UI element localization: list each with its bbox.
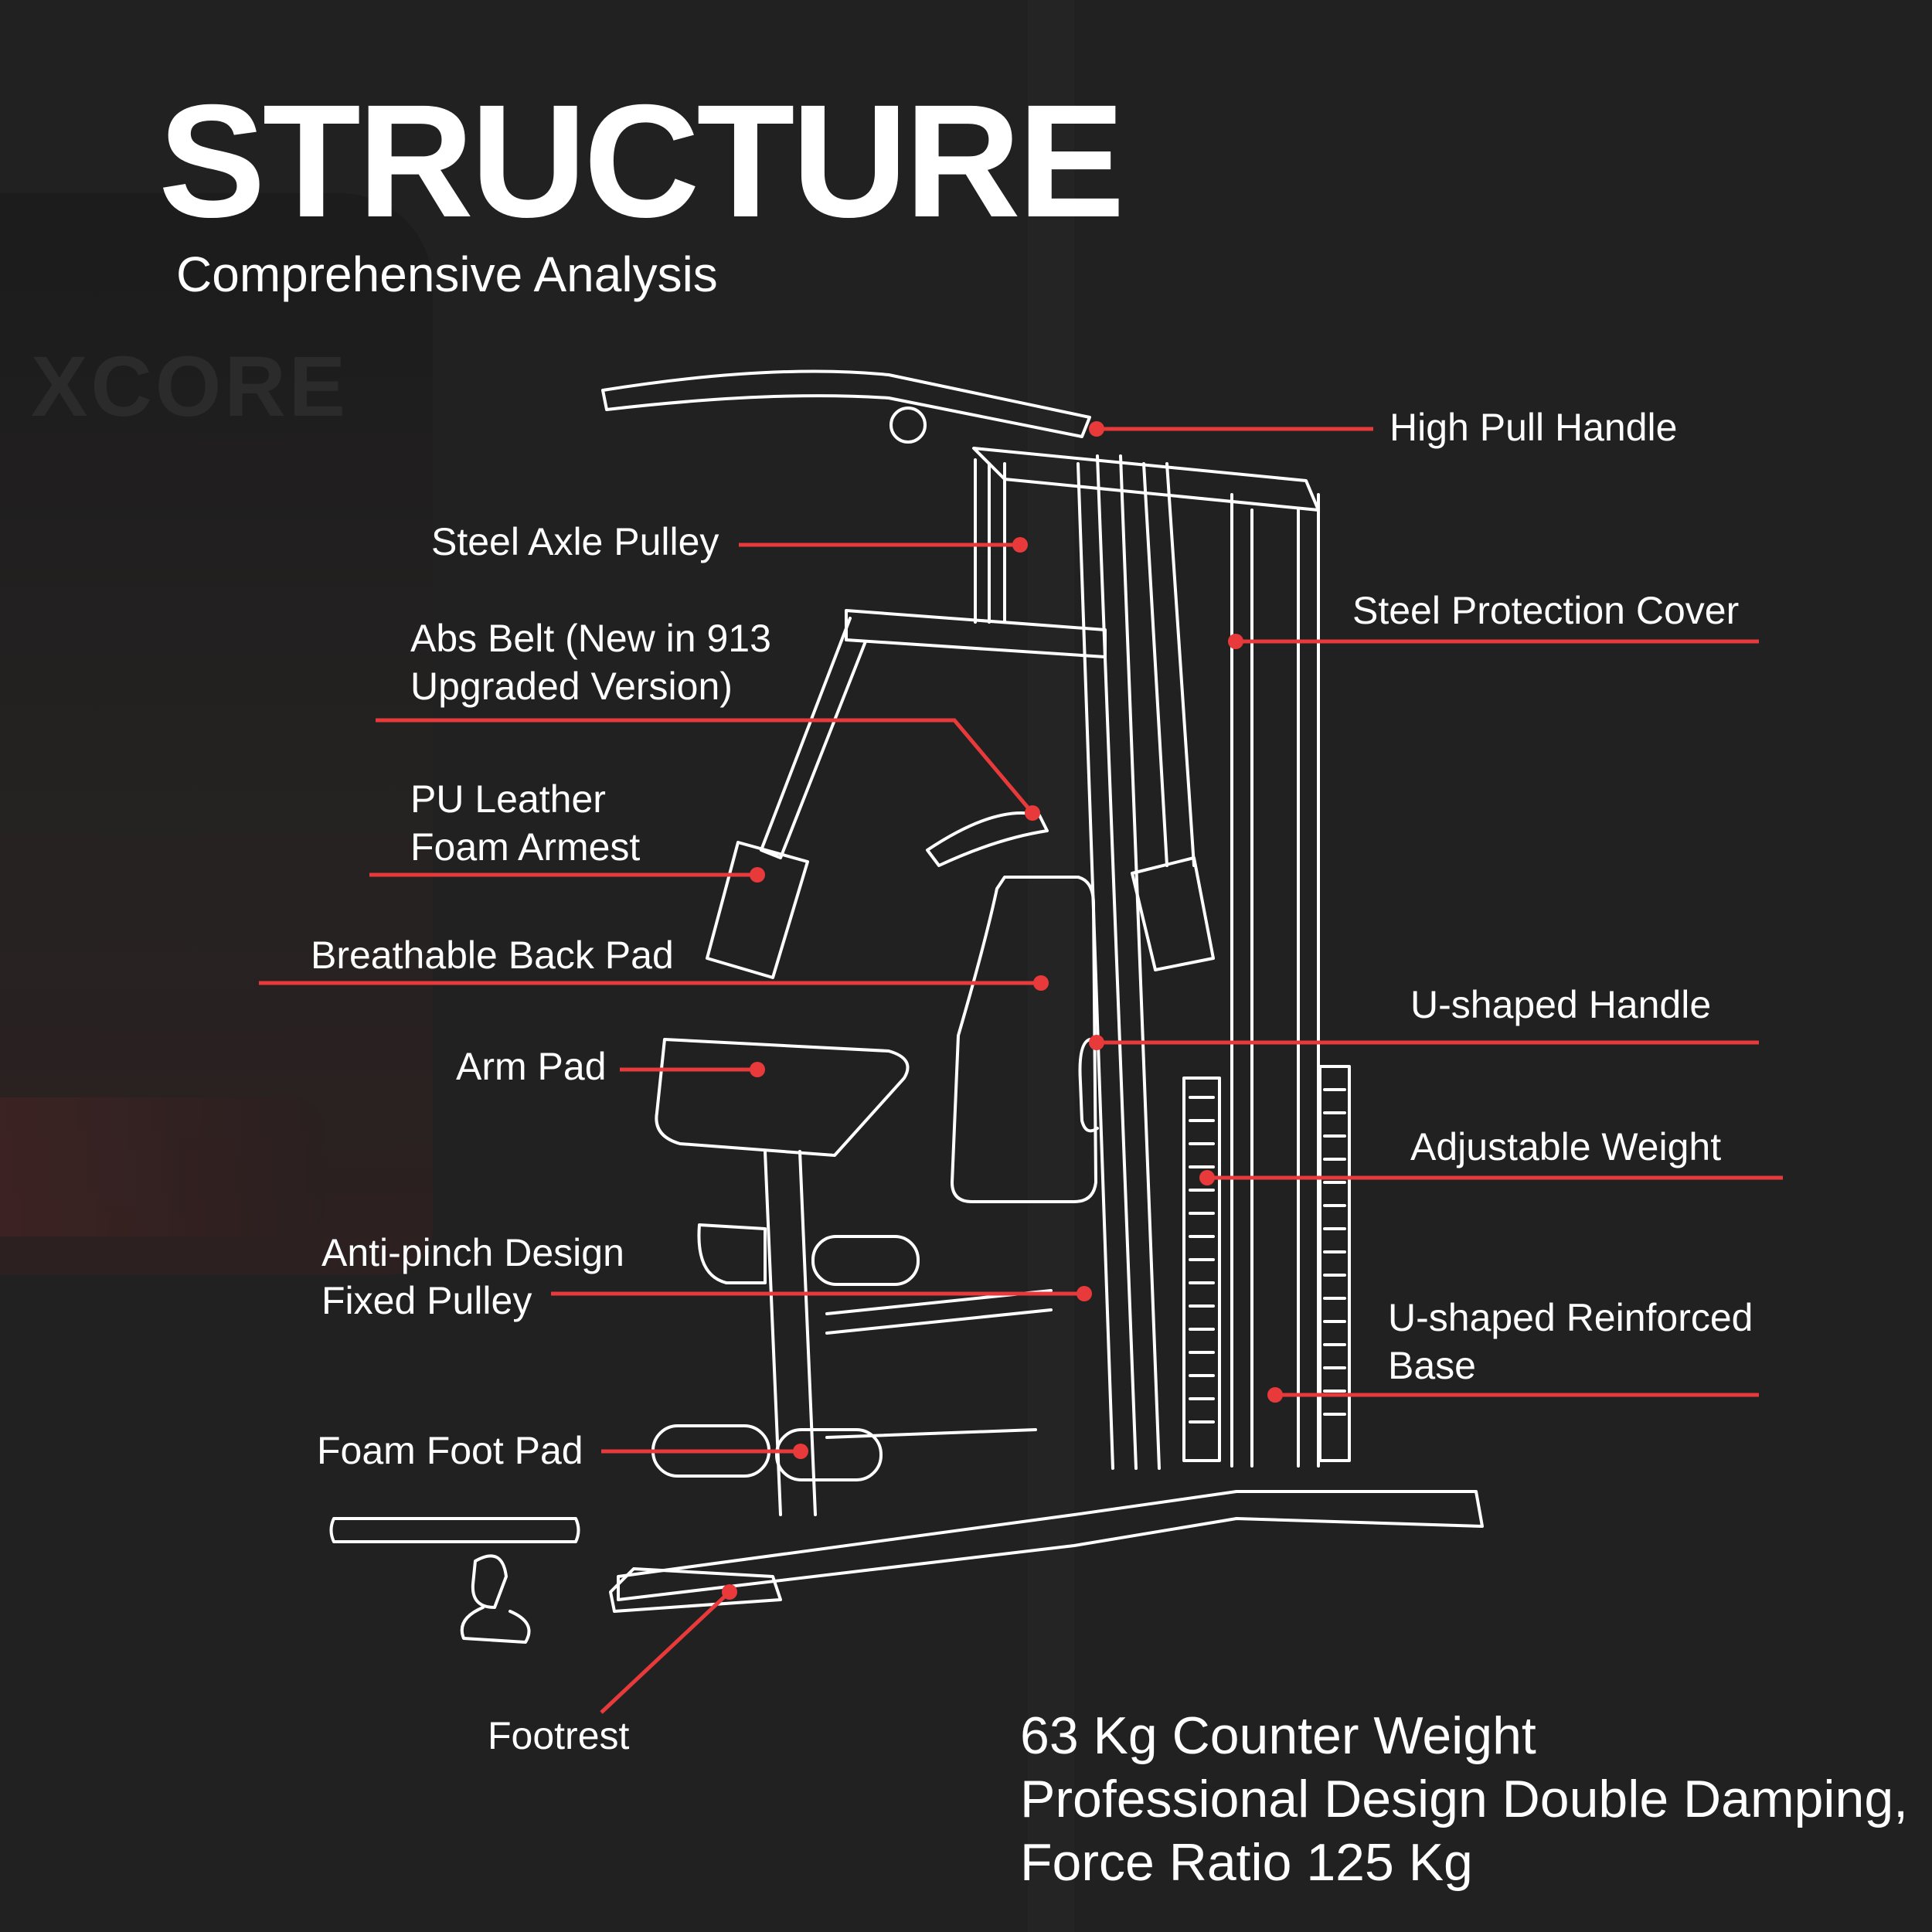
dot-adjustable-weight [1199,1170,1215,1185]
dot-pu-leather [750,867,765,883]
page-subtitle: Comprehensive Analysis [176,247,718,302]
weight-stack-left [1182,1077,1221,1462]
loose-handle [460,1554,531,1644]
dot-high-pull-handle [1089,421,1104,437]
seat-post [764,1150,817,1516]
label-text: Base [1388,1344,1476,1387]
pulley-block [697,1223,767,1284]
label-steel-cover: Steel Protection Cover [1352,587,1739,634]
callout-dots [722,421,1283,1600]
label-text: Anti-pinch Design [321,1231,624,1274]
label-text: Foam Armest [410,825,641,869]
label-text: Breathable Back Pad [311,934,674,977]
label-text: Abs Belt (New in 913 [410,617,771,660]
foot-roller-right [775,1428,883,1481]
label-adjustable-weight: Adjustable Weight [1410,1123,1721,1171]
footrest-plate [609,1567,782,1613]
loose-bar [329,1517,580,1543]
weight-stack-right [1318,1065,1351,1462]
dot-u-handle [1089,1035,1104,1050]
rear-upright [1230,493,1320,1468]
spec-line: Professional Design Double Damping, [1020,1770,1909,1828]
page-title: STRUCTURE [158,72,1125,251]
line-abs-belt [376,718,1034,815]
top-pulley [889,406,927,444]
arm-pad [655,1038,910,1157]
spec-line: 63 Kg Counter Weight [1020,1706,1536,1765]
back-pad [951,876,1097,1203]
label-text: U-shaped Handle [1410,983,1712,1026]
label-arm-pad: Arm Pad [456,1043,607,1090]
label-text: Steel Protection Cover [1352,589,1740,632]
label-foot-pad: Foam Foot Pad [317,1427,583,1475]
label-text: Foam Foot Pad [317,1429,583,1472]
tower-guide [1142,462,1196,867]
armrest-left [706,841,809,979]
line-footrest [600,1590,731,1714]
high-pull-bar [601,369,1091,438]
u-handle [1078,1038,1099,1133]
background-seat-shadow [0,193,433,1275]
label-text: PU Leather [410,777,606,821]
arm-frame [760,617,867,859]
background-logo: XCORE [31,339,349,434]
dot-steel-axle-pulley [1012,537,1028,553]
dot-steel-cover [1228,634,1243,649]
home-gym-outline [329,369,1484,1644]
base-frame [617,1490,1484,1601]
label-text: Fixed Pulley [321,1279,532,1322]
label-text: Footrest [488,1714,630,1757]
background-red-accent [0,1097,325,1236]
spec-text: 63 Kg Counter Weight Professional Design… [1020,1704,1908,1894]
label-high-pull-handle: High Pull Handle [1389,403,1677,451]
label-u-handle: U-shaped Handle [1410,981,1711,1029]
label-text: Arm Pad [456,1045,607,1088]
foam-roller [811,1235,920,1286]
label-footrest: Footrest [488,1712,629,1760]
callout-lines [259,427,1783,1714]
label-back-pad: Breathable Back Pad [311,931,674,979]
label-text: U-shaped Reinforced [1388,1296,1753,1339]
dot-anti-pinch [1077,1286,1092,1301]
leg-frame [825,1289,1053,1439]
dot-u-base [1267,1387,1283,1403]
label-text: Upgraded Version) [410,665,733,708]
tower [1077,454,1161,1470]
dot-arm-pad [750,1062,765,1077]
spec-line: Force Ratio 125 Kg [1020,1833,1473,1892]
weight-plates [1189,1088,1346,1423]
dot-foot-pad [793,1444,808,1459]
abs-belt [926,811,1049,867]
armrest-right [1131,856,1215,971]
background-column [1028,0,1074,1932]
dot-footrest [722,1584,737,1600]
dot-back-pad [1033,975,1049,991]
label-steel-axle-pulley: Steel Axle Pulley [431,518,719,566]
front-upright [974,458,1006,624]
label-text: Steel Axle Pulley [431,520,719,563]
label-text: Adjustable Weight [1410,1125,1722,1168]
dot-abs-belt [1025,805,1040,821]
label-text: High Pull Handle [1389,406,1678,449]
